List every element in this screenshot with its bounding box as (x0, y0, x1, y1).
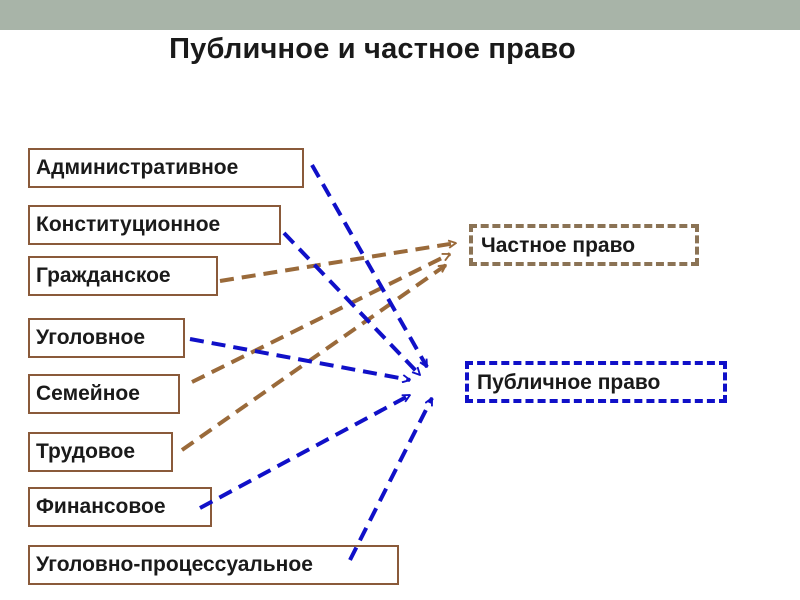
source-box-constitutional: Конституционное (28, 205, 281, 245)
arrow-constitutional-to-public (282, 231, 420, 375)
arrow-criminal-to-public (189, 337, 410, 380)
arrow-administrative-to-public (310, 164, 429, 367)
source-box-labor: Трудовое (28, 432, 173, 472)
arrow-labor-to-private (180, 263, 446, 452)
source-box-financial: Финансовое (28, 487, 212, 527)
source-box-family: Семейное (28, 374, 180, 414)
target-private-law: Частное право (469, 224, 699, 266)
page-title: Публичное и частное право (169, 33, 576, 65)
header-bar (0, 0, 800, 30)
arrow-criminal-procedure-to-public (348, 398, 434, 561)
arrow-civil-to-private (219, 243, 456, 283)
source-box-criminal-procedure: Уголовно-процессуальное (28, 545, 399, 585)
source-box-criminal: Уголовное (28, 318, 185, 358)
arrow-financial-to-public (199, 393, 410, 510)
target-public-law: Публичное право (465, 361, 727, 403)
source-box-administrative: Административное (28, 148, 304, 188)
source-box-civil: Гражданское (28, 256, 218, 296)
arrow-family-to-private (191, 252, 450, 384)
